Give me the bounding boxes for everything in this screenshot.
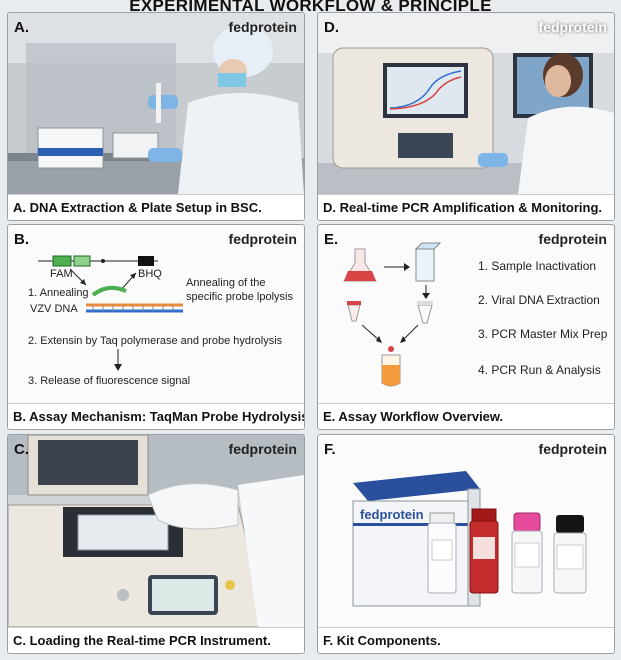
panel-d-letter: D. [324,19,339,36]
panel-e: E. fedprotein 1. Sample Inactivation 2. … [317,224,615,430]
extension-step: 2. Extensin by Taq polymerase and probe … [28,335,283,347]
panel-e-letter: E. [324,231,339,248]
panel-e-caption: E. Assay Workflow Overview. [318,403,614,429]
panel-d: D. fedprotein D. Real-time PCR Amplifica… [317,12,615,221]
tube-right-icon [417,304,433,324]
workflow-step-2: 2. Viral DNA Extraction [478,293,600,307]
panel-d-caption: D. Real-time PCR Amplification & Monitor… [318,194,614,220]
lab-bsc-photo [8,13,304,194]
panel-c: C. fedprotein C. Loading the Real-time P… [7,434,305,654]
panel-f-letter: F. [324,441,336,458]
panel-c-letter: C. [14,441,29,458]
pcr-monitoring-photo [318,13,614,194]
bhq-label: BHQ [138,268,162,280]
panel-a-brand: fedprotein [228,19,297,35]
panel-c-brand: fedprotein [228,441,297,457]
annealing-note-2: specific probe lpolysis [186,291,293,303]
page-title: EXPERIMENTAL WORKFLOW & PRINCIPLE [129,0,492,15]
release-step: 3. Release of fluorescence signal [28,375,191,387]
workflow-step-3: 3. PCR Master Mix Prep [478,327,608,341]
panel-b: B. fedprotein FAM BHQ 1. Annealing Annea… [7,224,305,430]
annealing-label: 1. Annealing [28,287,89,299]
panel-e-brand: fedprotein [538,231,607,247]
panel-b-caption: B. Assay Mechanism: TaqMan Probe Hydroly… [8,403,304,429]
panel-b-letter: B. [14,231,29,248]
workflow-step-1: 1. Sample Inactivation [478,259,597,273]
loading-pcr-photo [8,435,304,627]
panel-c-caption: C. Loading the Real-time PCR Instrument. [8,627,304,653]
panel-a-letter: A. [14,19,29,36]
panel-f-caption: F. Kit Components. [318,627,614,653]
panel-f: fedprotein F. fedprotein F. Kit Componen… [317,434,615,654]
annealing-note-1: Annealing of the [186,277,266,289]
extraction-kit-icon [415,248,435,282]
kit-components-photo [318,435,614,627]
workflow-step-4: 4. PCR Run & Analysis [478,363,601,377]
panel-d-brand: fedprotein [538,19,607,35]
workflow-diagram [343,242,442,387]
panel-a: A. fedprotein A. DNA Extraction & Plate … [7,12,305,221]
taqman-diagram [38,255,183,371]
kit-box-brand: fedprotein [360,507,424,522]
panel-f-brand: fedprotein [538,441,607,457]
panel-a-caption: A. DNA Extraction & Plate Setup in BSC. [8,194,304,220]
tube-left-icon [347,304,361,322]
vzv-dna-label: VZV DNA [30,303,78,315]
fam-label: FAM [50,268,73,280]
panel-b-brand: fedprotein [228,231,297,247]
